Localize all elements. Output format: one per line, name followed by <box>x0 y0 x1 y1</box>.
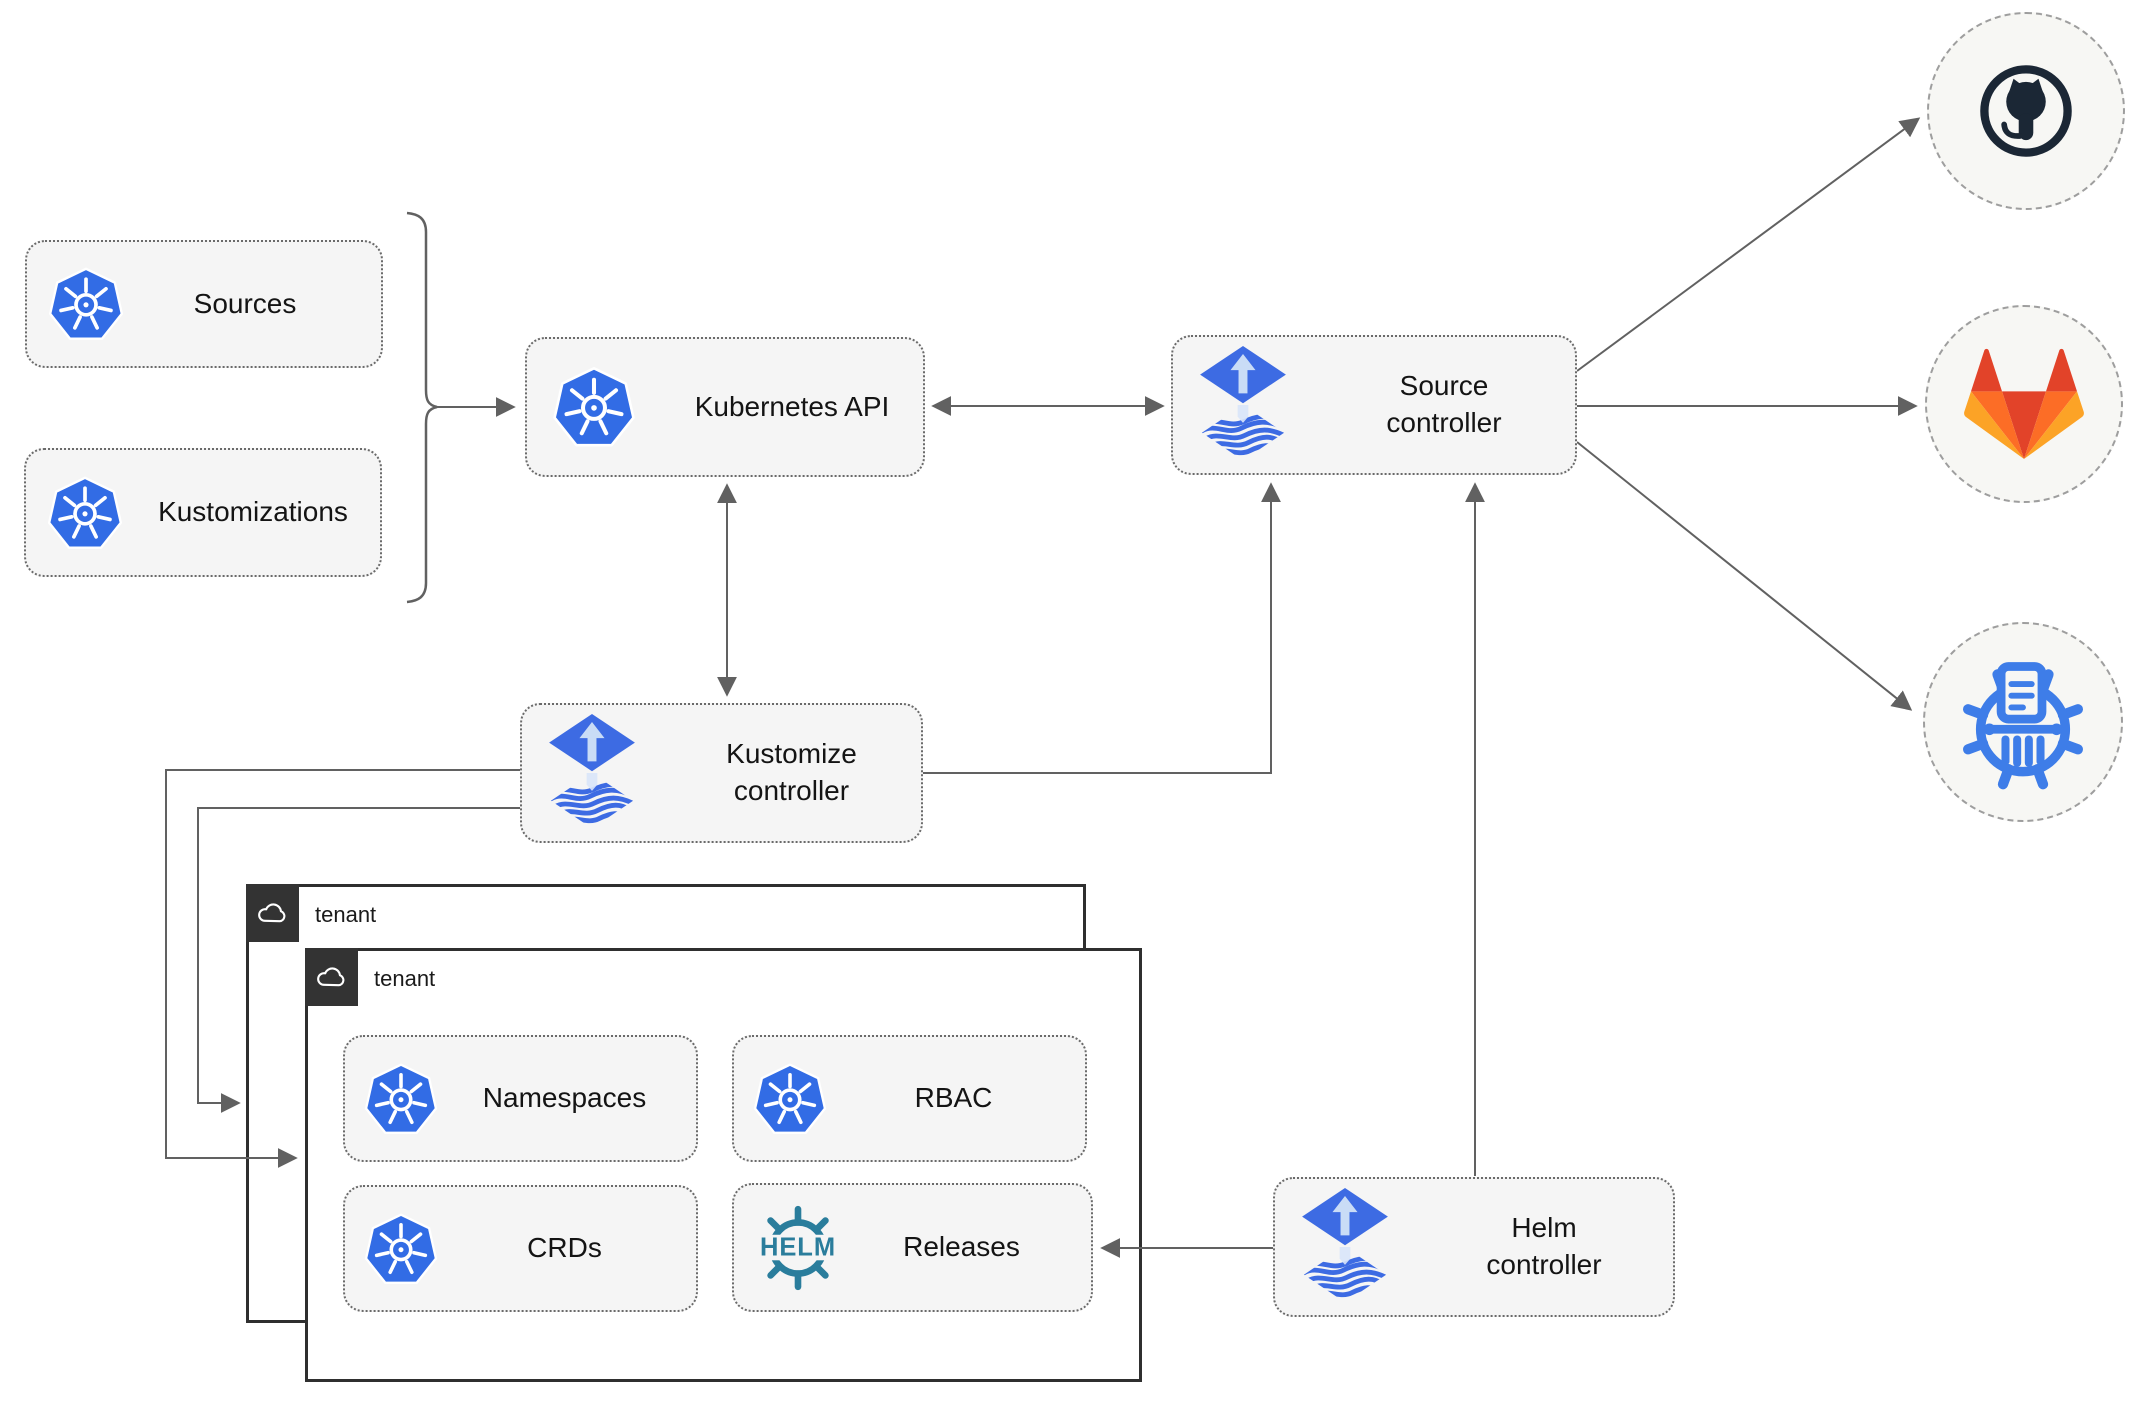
flux-icon <box>1173 346 1313 464</box>
kustomize-controller-box: Kustomize controller <box>520 703 923 843</box>
kubernetes-icon <box>345 1210 457 1288</box>
rbac-box: RBAC <box>732 1035 1087 1162</box>
helm-controller-box: Helm controller <box>1273 1177 1675 1317</box>
kubernetes-icon <box>26 473 144 553</box>
gitlab-circle <box>1925 305 2123 503</box>
kustomizations-label: Kustomizations <box>158 496 348 528</box>
flux-icon <box>1275 1188 1415 1306</box>
brace <box>406 211 438 604</box>
kubernetes-icon <box>527 363 661 451</box>
kustomize-controller-label: Kustomize controller <box>726 738 857 806</box>
source-controller-label: Source controller <box>1386 370 1502 438</box>
kubernetes-icon <box>734 1060 846 1138</box>
cloud-icon <box>316 967 344 987</box>
kustomizations-box: Kustomizations <box>24 448 382 577</box>
helm-chart-repository-icon <box>1962 662 2084 790</box>
releases-box: HELM Releases <box>732 1183 1093 1312</box>
source-controller-box: Source controller <box>1171 335 1577 475</box>
sources-label: Sources <box>193 287 297 319</box>
crds-box: CRDs <box>343 1185 698 1312</box>
github-icon <box>1980 65 2072 157</box>
sources-box: Sources <box>25 240 383 368</box>
helm-icon: HELM <box>734 1200 862 1296</box>
tenant-outer-tab <box>246 884 299 942</box>
flux-icon <box>522 714 662 832</box>
helm-repository-circle <box>1923 622 2123 822</box>
helm-controller-label: Helm controller <box>1486 1212 1602 1280</box>
kubernetes-api-box: Kubernetes API <box>525 337 925 477</box>
github-circle <box>1927 12 2125 210</box>
helm-wordmark: HELM <box>760 1233 836 1261</box>
tenant-label: tenant <box>374 966 436 991</box>
crds-label: CRDs <box>527 1232 602 1264</box>
rbac-label: RBAC <box>914 1082 993 1114</box>
tenant-inner-tab <box>305 948 358 1006</box>
kubernetes-api-label: Kubernetes API <box>694 390 890 422</box>
namespaces-label: Namespaces <box>482 1082 647 1114</box>
releases-label: Releases <box>903 1231 1020 1263</box>
kubernetes-icon <box>345 1060 457 1138</box>
tenant-label: tenant <box>315 902 377 927</box>
cloud-icon <box>257 903 285 923</box>
kubernetes-icon <box>27 264 145 344</box>
namespaces-box: Namespaces <box>343 1035 698 1162</box>
gitlab-icon <box>1964 348 2084 459</box>
tenant-inner-box: tenant <box>305 948 1142 1382</box>
